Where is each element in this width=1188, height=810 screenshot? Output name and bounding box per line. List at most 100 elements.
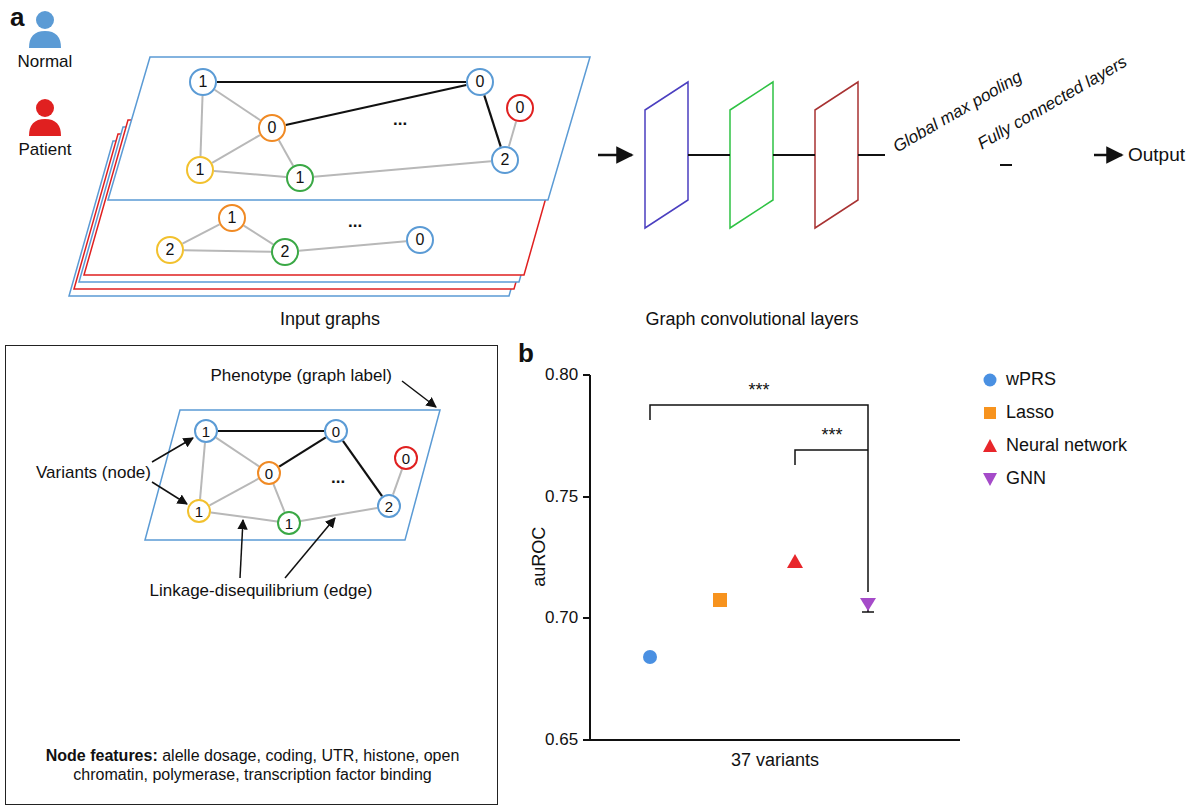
ld-edge bbox=[218, 430, 324, 432]
label-text: 37 variants bbox=[731, 750, 819, 772]
dosage-value: 1 bbox=[195, 504, 203, 519]
variant-node: 0 bbox=[394, 446, 418, 470]
variant-node: 2 bbox=[491, 146, 519, 174]
label-text: Patient bbox=[19, 140, 72, 160]
data-point bbox=[713, 593, 727, 607]
ld-edge bbox=[273, 484, 284, 512]
label-text: ... bbox=[393, 110, 407, 130]
conv-layer bbox=[645, 82, 688, 228]
annotation-text: Phenotype (graph label) bbox=[211, 366, 392, 386]
person-body bbox=[29, 31, 61, 48]
ld-edge bbox=[212, 135, 260, 163]
label-text: 0.65 bbox=[545, 730, 578, 750]
layer-link bbox=[1000, 164, 1012, 166]
ld-edge bbox=[393, 469, 402, 494]
dosage-value: 0 bbox=[332, 424, 340, 439]
ld-edge bbox=[216, 438, 259, 467]
label-text: 0.75 bbox=[545, 487, 578, 507]
legend-text: wPRS bbox=[1006, 369, 1056, 391]
ld-edge bbox=[217, 81, 466, 83]
ld-edge bbox=[200, 96, 202, 156]
dosage-value: 0 bbox=[476, 74, 485, 90]
legend-marker-holder bbox=[982, 405, 998, 421]
variant-node: 0 bbox=[506, 94, 534, 122]
ld-edge bbox=[314, 161, 491, 177]
ld-edge bbox=[484, 95, 500, 146]
significance-bracket bbox=[650, 405, 868, 592]
ld-edge bbox=[214, 171, 286, 177]
label-text: 0.70 bbox=[545, 608, 578, 628]
error-bar bbox=[862, 611, 874, 613]
x-axis bbox=[589, 739, 960, 741]
dosage-value: 1 bbox=[196, 162, 205, 178]
graph-plane bbox=[145, 410, 440, 540]
legend-box: Phenotype (graph label)Variants (node)Li… bbox=[5, 345, 498, 805]
legend-marker bbox=[982, 405, 998, 421]
variant-node: 1 bbox=[186, 156, 214, 184]
ld-edge bbox=[244, 226, 273, 245]
variant-node: 0 bbox=[324, 419, 348, 443]
label-text: Fully connected layers bbox=[974, 52, 1131, 154]
variant-node: 1 bbox=[277, 511, 301, 535]
layer-link bbox=[688, 154, 730, 156]
graph-plane bbox=[108, 57, 590, 200]
data-point bbox=[787, 554, 803, 568]
ld-edge bbox=[286, 85, 467, 125]
leader-arrow bbox=[152, 482, 187, 504]
legend-text: Lasso bbox=[1006, 402, 1054, 424]
variant-node: 1 bbox=[189, 68, 217, 96]
legend-marker-holder bbox=[982, 438, 998, 454]
label-text: Input graphs bbox=[280, 309, 380, 331]
ld-edge bbox=[215, 90, 261, 120]
dosage-value: 0 bbox=[268, 120, 277, 136]
dosage-value: 0 bbox=[416, 232, 425, 248]
dosage-value: 1 bbox=[296, 170, 305, 186]
ld-edge bbox=[343, 441, 382, 496]
y-tick bbox=[583, 374, 590, 376]
variant-node: 0 bbox=[466, 68, 494, 96]
label-text: b bbox=[518, 338, 534, 369]
variant-node: 2 bbox=[377, 494, 401, 518]
data-point bbox=[643, 650, 657, 664]
ld-edge bbox=[182, 224, 219, 243]
label-text: auROC bbox=[529, 527, 551, 587]
variant-node: 1 bbox=[194, 419, 218, 443]
ld-edge bbox=[184, 250, 271, 252]
annotation-heading: Node features: bbox=[46, 747, 158, 764]
dosage-value: 0 bbox=[516, 100, 525, 116]
label-text: a bbox=[10, 2, 24, 33]
person-head bbox=[36, 11, 54, 29]
variant-node: 2 bbox=[271, 238, 299, 266]
label-text: *** bbox=[749, 380, 770, 402]
dosage-value: 0 bbox=[402, 451, 410, 466]
variant-node: 1 bbox=[187, 499, 211, 523]
flow-arrow bbox=[1094, 154, 1122, 157]
label-text: ... bbox=[348, 212, 362, 232]
dosage-value: 2 bbox=[166, 242, 175, 258]
label-text: 0.80 bbox=[545, 365, 578, 385]
ld-edge bbox=[509, 121, 516, 146]
data-point bbox=[860, 598, 876, 611]
annotation-text: Node features: alelle dosage, coding, UT… bbox=[26, 746, 479, 784]
label-text: Output bbox=[1128, 144, 1185, 167]
legend-marker-holder bbox=[982, 471, 998, 487]
variant-node: 1 bbox=[286, 164, 314, 192]
layer-link bbox=[773, 154, 815, 156]
y-tick bbox=[583, 496, 590, 498]
legend-text: Neural network bbox=[1006, 435, 1127, 457]
label-text: *** bbox=[822, 425, 843, 447]
legend-marker bbox=[982, 372, 998, 388]
flow-arrow bbox=[598, 154, 632, 157]
variant-node: 0 bbox=[258, 114, 286, 142]
variant-node: 0 bbox=[406, 226, 434, 254]
label-text: Global max pooling bbox=[890, 67, 1026, 157]
legend-marker-holder bbox=[982, 372, 998, 388]
dosage-value: 0 bbox=[265, 466, 273, 481]
dosage-value: 1 bbox=[285, 516, 293, 531]
ld-edge bbox=[200, 443, 205, 499]
annotation-text: Linkage-disequilibrium (edge) bbox=[150, 581, 373, 601]
layer-link bbox=[858, 154, 885, 156]
variant-node: 0 bbox=[257, 461, 281, 485]
ld-edge bbox=[301, 508, 377, 521]
